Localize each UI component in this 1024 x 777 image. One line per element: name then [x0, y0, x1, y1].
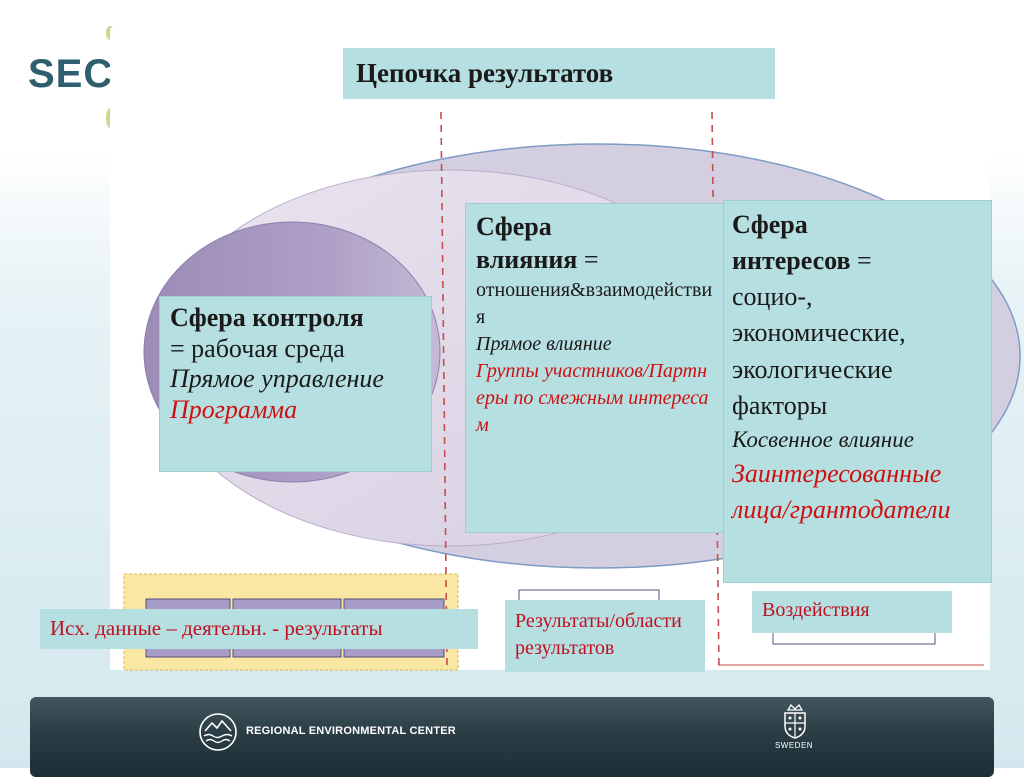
interests-heading-line2: интересов — [732, 246, 851, 276]
influence-heading-line1: Сфера — [476, 212, 552, 241]
influence-definition: отношения&взаимодействия — [476, 278, 713, 328]
interests-definition: социо-, экономические, экологические фак… — [732, 282, 906, 420]
impact-label: Воздействия — [752, 591, 952, 633]
control-heading: Сфера контроля — [170, 303, 364, 332]
sphere-of-interests-box: Сфера интересов = социо-, экономические,… — [723, 200, 992, 583]
influence-heading-line2: влияния — [476, 245, 578, 275]
influence-mode: Прямое влияние — [476, 332, 612, 355]
control-actor: Программа — [170, 395, 298, 425]
influence-actor: Группы участников/Партнеры по смежным ин… — [476, 360, 709, 437]
interests-actor: Заинтересованные лица/грантодатели — [732, 458, 951, 524]
sec-logo-text: SEC — [28, 52, 114, 96]
control-mode: Прямое управление — [170, 364, 384, 394]
interests-equals: = — [850, 246, 872, 276]
control-definition: = рабочая среда — [170, 333, 345, 363]
sphere-of-influence-box: Сфера влияния = отношения&взаимодействия… — [465, 203, 725, 533]
outcomes-label: Результаты/области результатов — [505, 600, 705, 672]
rec-mountain-waves-icon — [199, 713, 237, 751]
footer-country-label: SWEDEN — [774, 741, 814, 750]
interests-heading-line1: Сфера — [732, 210, 808, 239]
footer-organization-name: REGIONAL ENVIRONMENTAL CENTER — [246, 725, 456, 737]
divider-control-influence — [440, 111, 448, 669]
sphere-of-control-box: Сфера контроля = рабочая среда Прямое уп… — [159, 296, 432, 472]
footer-bar — [30, 697, 994, 777]
influence-equals: = — [577, 245, 599, 275]
title-box: Цепочка результатов — [343, 48, 775, 99]
inputs-activities-outputs-label: Исх. данные – деятельн. - результаты — [40, 609, 478, 649]
swedish-crown-emblem-icon — [784, 703, 806, 739]
interests-mode: Косвенное влияние — [732, 426, 914, 452]
page-title: Цепочка результатов — [356, 58, 614, 88]
